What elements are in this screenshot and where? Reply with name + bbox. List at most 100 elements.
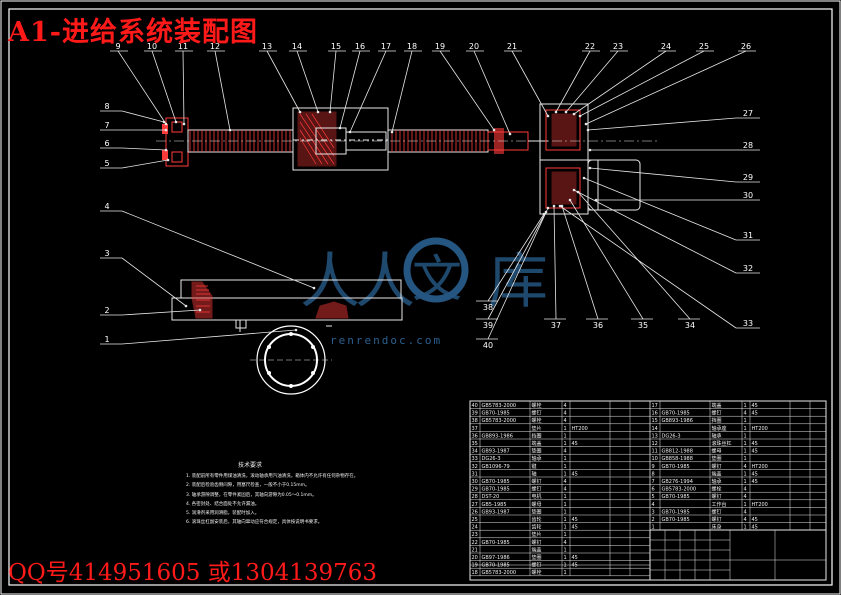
parts-cell: 垫圈 [712, 455, 722, 462]
watermark-glyph-ren1: 人 [300, 247, 360, 317]
watermark-url: renrendoc.com [330, 334, 443, 347]
parts-cell: 轴承 [712, 432, 722, 439]
balloon-30: 30 [743, 191, 753, 200]
technical-requirements: 技术要求 1. 装配前所有零件用煤油清洗，滚动轴承用汽油清洗，箱体内不允许有任何… [186, 461, 358, 527]
parts-cell: 垫片 [532, 531, 542, 538]
parts-cell: 38 [472, 418, 478, 424]
balloon-39: 39 [483, 321, 493, 330]
parts-cell: 垫圈 [532, 508, 542, 515]
parts-cell: 1 [564, 456, 567, 462]
parts-cell: HT200 [752, 464, 768, 470]
parts-cell: 35 [472, 441, 478, 447]
balloon-19: 19 [435, 42, 445, 51]
parts-cell: 端盖 [712, 470, 722, 477]
parts-cell: 45 [752, 441, 758, 447]
balloon-34: 34 [685, 321, 695, 330]
parts-cell: 4 [564, 418, 567, 424]
balloon-2: 2 [104, 306, 109, 315]
parts-cell: 12 [652, 441, 658, 447]
balloon-26: 26 [741, 42, 751, 51]
parts-cell: 1 [744, 456, 747, 462]
balloon-10: 10 [147, 42, 157, 51]
parts-cell: 4 [744, 517, 747, 523]
parts-cell: 30 [472, 479, 478, 485]
parts-cell: 端盖 [532, 546, 542, 553]
parts-cell: 45 [752, 525, 758, 531]
parts-cell: 31 [472, 471, 478, 477]
parts-cell: GB70-1985 [662, 464, 690, 470]
parts-cell: GB70-1985 [662, 517, 690, 523]
parts-cell: 轴承 [712, 478, 722, 485]
parts-cell: HT200 [752, 502, 768, 508]
parts-cell: 挡圈 [532, 432, 542, 439]
parts-cell: 8 [652, 471, 655, 477]
parts-cell: 1 [744, 418, 747, 424]
balloon-6: 6 [104, 139, 109, 148]
balloon-14: 14 [292, 42, 302, 51]
balloon-23: 23 [613, 42, 623, 51]
parts-cell: 1 [564, 502, 567, 508]
balloon-31: 31 [743, 231, 753, 240]
parts-cell: 4 [744, 411, 747, 417]
parts-cell: 45 [752, 449, 758, 455]
parts-cell: 1 [564, 494, 567, 500]
parts-cell: 1 [564, 426, 567, 432]
parts-cell: 32 [472, 464, 478, 470]
parts-cell: 1 [744, 441, 747, 447]
parts-cell: 45 [752, 411, 758, 417]
parts-cell: 11 [652, 449, 658, 455]
parts-cell: 1 [744, 403, 747, 409]
parts-cell: 13 [652, 433, 658, 439]
parts-cell: 床身 [712, 524, 722, 531]
parts-cell: 螺钉 [712, 516, 722, 523]
parts-cell: 1 [744, 433, 747, 439]
parts-cell: 工作台 [712, 501, 727, 508]
balloon-7: 7 [104, 121, 109, 130]
parts-cell: 轴 [532, 470, 537, 477]
parts-cell: 40 [472, 403, 478, 409]
balloon-35: 35 [638, 321, 648, 330]
parts-cell: HT200 [572, 426, 588, 432]
parts-cell: 28 [472, 494, 478, 500]
parts-cell: 4 [564, 479, 567, 485]
parts-cell: GB276-1994 [662, 479, 693, 485]
balloon-11: 11 [178, 42, 188, 51]
table-section [171, 279, 403, 332]
balloon-33: 33 [743, 319, 753, 328]
balloon-37: 37 [551, 321, 561, 330]
parts-cell: 螺钉 [712, 463, 722, 470]
parts-cell: 4 [744, 509, 747, 515]
balloon-38: 38 [483, 303, 493, 312]
parts-cell: 4 [564, 487, 567, 493]
parts-cell: 1 [564, 433, 567, 439]
parts-cell: 端盖 [532, 440, 542, 447]
technical-requirements-title: 技术要求 [238, 462, 263, 469]
parts-cell: 10 [652, 456, 658, 462]
parts-cell: GB93-1987 [482, 509, 510, 515]
parts-cell: 垫圈 [532, 448, 542, 455]
parts-cell: 1 [564, 570, 567, 576]
parts-cell: 45 [572, 525, 578, 531]
parts-cell: 33 [472, 456, 478, 462]
parts-cell: GB893-1986 [482, 433, 513, 439]
balloon-4: 4 [104, 202, 109, 211]
parts-cell: GB5-1985 [482, 502, 507, 508]
inner-frame [8, 8, 833, 586]
parts-cell: 45 [572, 471, 578, 477]
parts-cell: 轴承 [532, 455, 542, 462]
balloon-22: 22 [585, 42, 595, 51]
parts-cell: 1 [564, 441, 567, 447]
parts-cell: GB893-1986 [662, 418, 693, 424]
balloon-40: 40 [483, 341, 493, 350]
parts-cell: GB70-1985 [482, 411, 510, 417]
parts-cell: 9 [652, 464, 655, 470]
parts-cell: 垫片 [532, 425, 542, 432]
parts-cell: 端盖 [712, 402, 722, 409]
parts-cell: GB1096-79 [482, 464, 510, 470]
ball-screw-assembly [156, 103, 660, 215]
balloon-20: 20 [469, 42, 479, 51]
parts-cell: 1 [744, 426, 747, 432]
parts-cell: 螺母 [712, 448, 722, 455]
parts-cell: 37 [472, 426, 478, 432]
